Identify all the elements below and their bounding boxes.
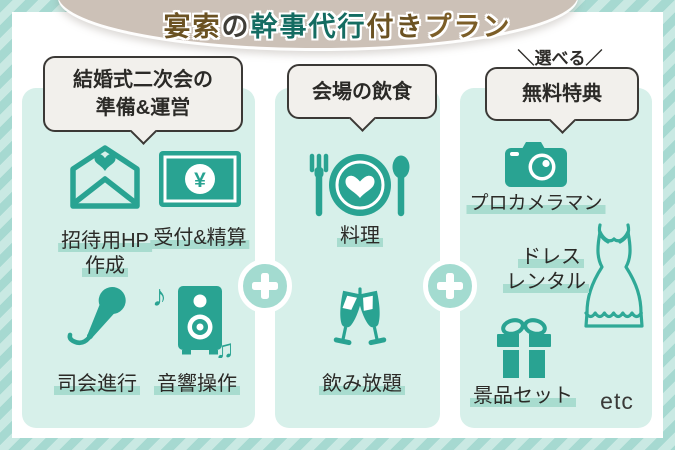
bubble-preparation: 結婚式二次会の 準備&運営 [43,56,243,145]
camera-icon [505,142,567,187]
item-label-prizes: 景品セット [470,379,576,408]
title-segment-plan: プラン [424,12,512,42]
plus-bar [446,273,454,299]
page-title: 宴索の幹事代行付きプラン [0,5,675,44]
champagne-toast-icon [333,287,387,346]
etc-label: etc [600,388,634,414]
item-label-sound: 音響操作 [154,367,240,396]
title-segment-brand: 宴索 [163,12,222,42]
title-segment-service: 幹事代行 [250,12,367,42]
banknote-yen-icon: ¥ [159,151,241,207]
yen-glyph: ¥ [194,169,206,192]
bubble-benefits: 無料特典 [485,67,639,134]
plan-column-food [275,88,440,428]
title-segment-particle: の [221,12,251,42]
item-label-invitation-site: 招待用HP [58,224,152,253]
meal-plate-heart-icon [309,153,410,217]
bubble-food: 会場の飲食 [287,64,437,132]
microphone-icon [67,286,126,346]
item-label-invitation-site-line2: 作成 [82,249,128,278]
gift-icon [497,318,551,378]
music-note-glyph: ♪ [152,280,167,313]
bubble-line: 準備&運営 [95,97,191,119]
item-label-photographer: プロカメラマン [466,188,606,215]
item-label-drinks: 飲み放題 [319,367,405,396]
speaker-music-icon: ♪ ♫ [152,280,235,358]
item-label-cuisine: 料理 [337,219,383,248]
item-label-reception: 受付&精算 [150,221,250,250]
music-notes-glyph: ♫ [215,334,235,358]
plus-icon [238,259,292,313]
plus-bar [261,273,269,299]
plan-column-preparation [22,88,255,428]
benefits-tagline: ＼選べる／ [517,49,603,68]
bubble-line: 会場の飲食 [312,80,412,103]
envelope-heart-icon [70,145,140,209]
plus-icon [423,259,477,313]
item-label-mc: 司会進行 [54,367,140,396]
dress-icon [584,223,644,328]
item-label-dress-line2: レンタル [503,265,589,294]
title-segment-suffix: 付き [366,12,425,42]
item-label-dress: ドレス [518,240,584,269]
bubble-line: 無料特典 [522,83,602,105]
bubble-line: 結婚式二次会の [73,69,213,91]
